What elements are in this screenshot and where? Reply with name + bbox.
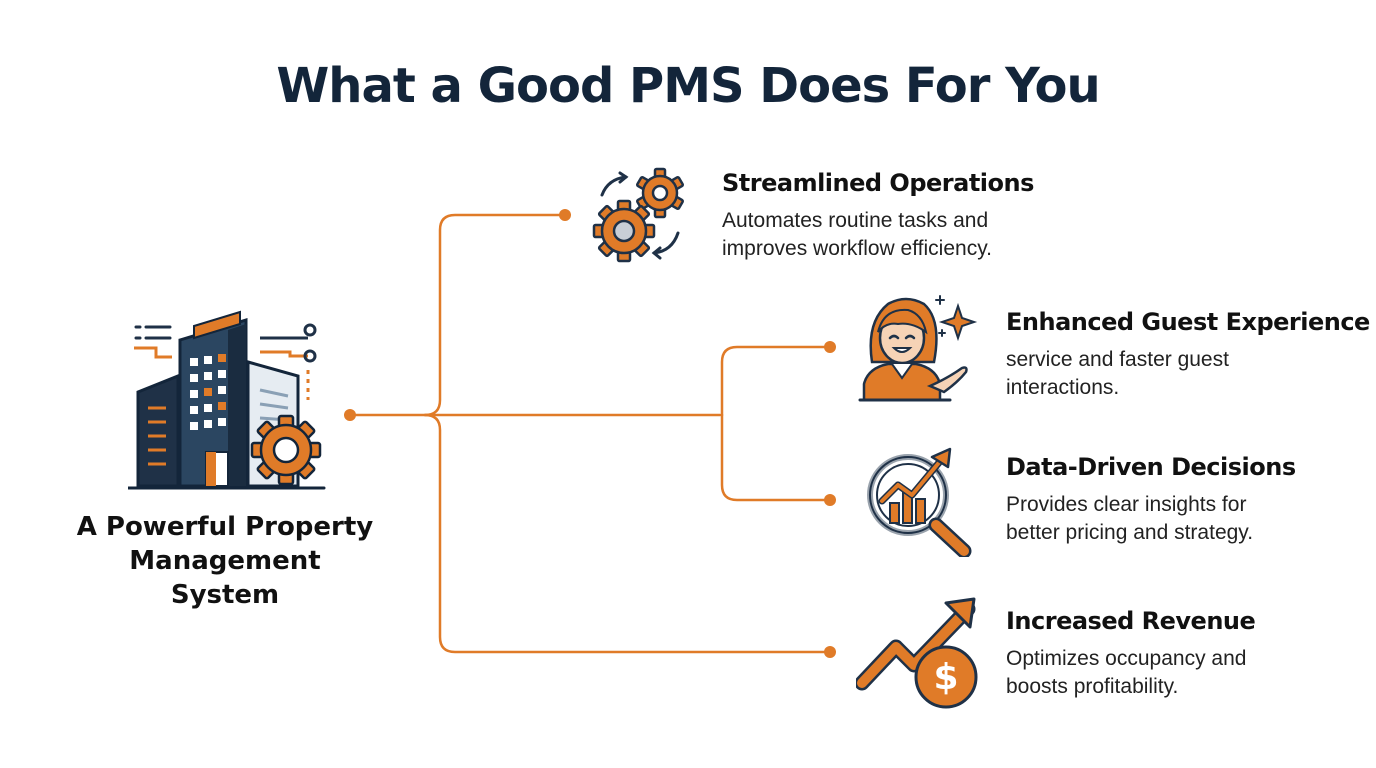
item-description: Automates routine tasks and improves wor…	[722, 209, 992, 260]
hub-node-dot	[344, 409, 356, 421]
item-data-driven-decisions: Data-Driven Decisions Provides clear ins…	[1006, 453, 1296, 547]
hub-label-text: A Powerful Property Management System	[76, 512, 374, 610]
item-description: Provides clear insights for better prici…	[1006, 493, 1254, 544]
item-title: Streamlined Operations	[722, 169, 1034, 197]
page-title: What a Good PMS Does For You	[276, 58, 1100, 114]
item-description: Optimizes occupancy and boosts profitabi…	[1006, 647, 1247, 698]
hub-label: A Powerful Property Management System	[60, 510, 390, 612]
magnifier-chart-icon	[864, 445, 976, 559]
svg-text:$: $	[933, 657, 958, 698]
item-title: Enhanced Guest Experience	[1006, 308, 1370, 336]
node-dot-revenue	[824, 646, 836, 658]
building-gear-icon	[126, 300, 328, 492]
gears-cycle-icon	[590, 165, 690, 265]
item-increased-revenue: Increased Revenue Optimizes occupancy an…	[1006, 607, 1256, 701]
rising-arrow-dollar-icon: $	[854, 597, 978, 713]
node-dot-guest	[824, 341, 836, 353]
node-dot-data	[824, 494, 836, 506]
node-dot-operations	[559, 209, 571, 221]
smiling-host-icon	[858, 292, 978, 404]
item-enhanced-guest-experience: Enhanced Guest Experience service and fa…	[1006, 308, 1370, 402]
item-description: service and faster guest interactions.	[1006, 348, 1229, 399]
item-title: Data-Driven Decisions	[1006, 453, 1296, 481]
item-streamlined-operations: Streamlined Operations Automates routine…	[722, 169, 1034, 263]
item-title: Increased Revenue	[1006, 607, 1256, 635]
